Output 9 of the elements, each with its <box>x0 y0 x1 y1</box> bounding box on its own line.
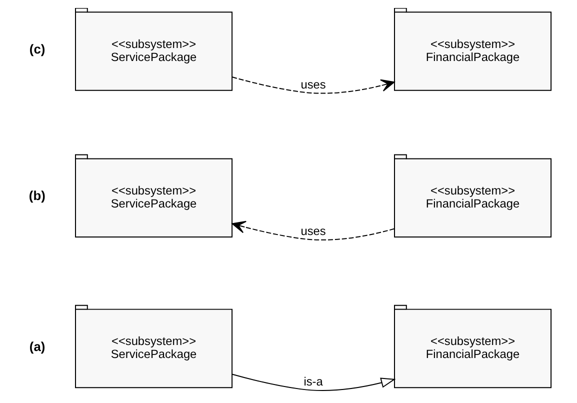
edge-label: uses <box>300 77 326 92</box>
node-label: (a) <box>28 338 45 354</box>
arrow <box>231 76 394 94</box>
node-label: (b) <box>28 188 45 204</box>
edge-label: uses <box>300 224 326 238</box>
edge-label: is-a <box>303 374 322 389</box>
node-label: (c) <box>28 42 45 57</box>
arrow <box>231 220 394 240</box>
arrow <box>231 374 396 391</box>
